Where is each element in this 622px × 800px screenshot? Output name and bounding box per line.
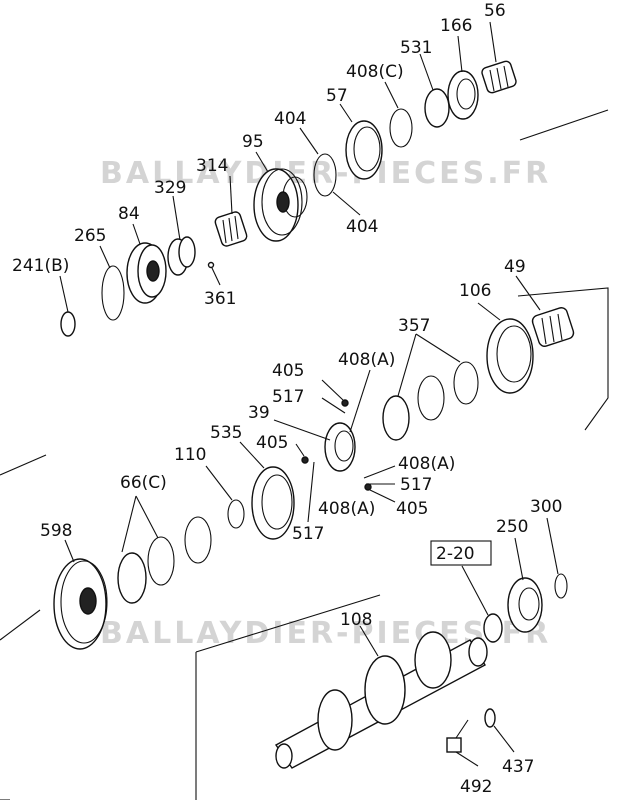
- ball-405-lower: [364, 483, 372, 491]
- hub-39: [324, 422, 356, 472]
- label-108: 108: [340, 610, 372, 630]
- label-357: 357: [398, 316, 430, 336]
- collar-329: [167, 236, 196, 276]
- ring-265: [101, 265, 125, 321]
- label-531: 531: [400, 38, 432, 58]
- label-329: 329: [154, 178, 186, 198]
- label-437: 437: [502, 757, 534, 777]
- bearing-84: [126, 242, 167, 304]
- label-408a-right: 408(A): [398, 454, 455, 474]
- label-250: 250: [496, 517, 528, 537]
- gear-598: [53, 558, 108, 650]
- label-408a-bottom: 408(A): [318, 499, 375, 519]
- pin-361: [207, 261, 215, 269]
- shaft-108: [274, 631, 488, 769]
- bolt-492: [446, 719, 469, 753]
- sleeve-535: [251, 466, 295, 540]
- part-531: [424, 88, 450, 128]
- needle-bearing-49: [531, 307, 575, 347]
- ref-box-2-20: [430, 540, 492, 566]
- needle-bearing-56: [481, 60, 517, 94]
- label-110: 110: [174, 445, 206, 465]
- label-404-bottom: 404: [346, 217, 378, 237]
- ring-110: [227, 499, 245, 529]
- gear-106: [486, 318, 534, 394]
- label-405-bottom: 405: [396, 499, 428, 519]
- watermark-top: BALLAYDIER-PIECES.FR: [100, 156, 551, 191]
- label-405-top: 405: [272, 361, 304, 381]
- label-408a-top: 408(A): [338, 350, 395, 370]
- needle-bearing-314: [214, 211, 248, 247]
- ring-2-20: [483, 613, 503, 643]
- rings-357: [382, 361, 479, 441]
- gear-95: [253, 168, 308, 242]
- label-49: 49: [504, 257, 526, 277]
- label-106: 106: [459, 281, 491, 301]
- label-95: 95: [242, 132, 264, 152]
- label-598: 598: [40, 521, 72, 541]
- label-517-right: 517: [400, 475, 432, 495]
- label-314: 314: [196, 156, 228, 176]
- label-408c: 408(C): [346, 62, 404, 82]
- label-166: 166: [440, 16, 472, 36]
- label-535: 535: [210, 423, 242, 443]
- synchro-57: [345, 120, 383, 180]
- bearing-250: [507, 577, 543, 633]
- label-66c: 66(C): [120, 473, 167, 493]
- label-300: 300: [530, 497, 562, 517]
- label-39: 39: [248, 403, 270, 423]
- label-405-mid: 405: [256, 433, 288, 453]
- washer-437: [484, 708, 496, 728]
- label-2-20: 2-20: [436, 544, 475, 564]
- snap-ring-300: [554, 573, 568, 599]
- bearing-166: [447, 70, 479, 120]
- ball-405-upper: [341, 399, 349, 407]
- ring-404: [313, 153, 337, 197]
- label-84: 84: [118, 204, 140, 224]
- label-404-top: 404: [274, 109, 306, 129]
- label-517-top: 517: [272, 387, 304, 407]
- ball-405: [301, 456, 309, 464]
- label-492: 492: [460, 777, 492, 797]
- ring-408c: [389, 108, 413, 148]
- label-517-bottom: 517: [292, 524, 324, 544]
- rings-66c: [117, 516, 212, 604]
- part-labels: 56 166 531 408(C) 57 404 404 95 314 329 …: [12, 1, 562, 797]
- leader-lines: [59, 21, 559, 767]
- label-241b: 241(B): [12, 256, 69, 276]
- label-56: 56: [484, 1, 506, 21]
- frame-lines: [0, 109, 609, 800]
- label-57: 57: [326, 86, 348, 106]
- label-265: 265: [74, 226, 106, 246]
- snap-ring-241b: [60, 311, 76, 337]
- label-361: 361: [204, 289, 236, 309]
